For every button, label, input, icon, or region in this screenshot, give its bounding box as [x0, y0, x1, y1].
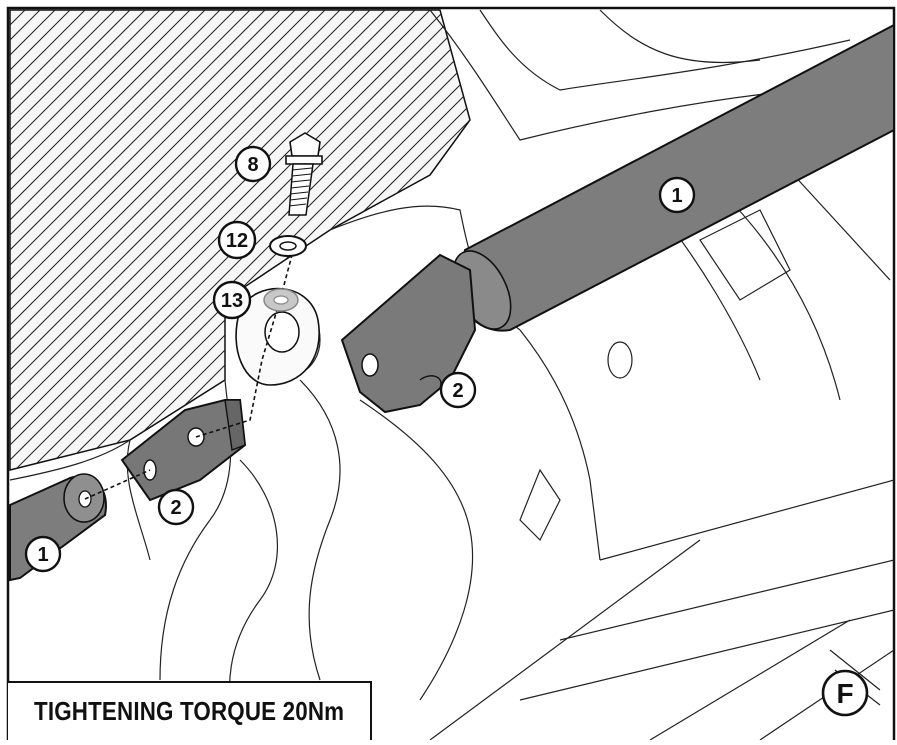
- callout-bracket-left: 2: [157, 488, 195, 526]
- callout-bar-left: 1: [24, 535, 62, 573]
- screw-part: [285, 132, 323, 216]
- callout-screw: 8: [234, 145, 272, 183]
- frame-mount-boss: [235, 287, 320, 386]
- callout-label: 2: [170, 497, 181, 519]
- callout-label: 12: [226, 230, 248, 252]
- step-label: F: [836, 678, 853, 709]
- callout-label: 1: [37, 544, 48, 566]
- assembly-guide-lines: [84, 254, 293, 500]
- spacer-part: [263, 288, 299, 312]
- callout-label: 8: [247, 154, 258, 176]
- callout-step: F: [821, 669, 869, 717]
- callout-bar-right: 1: [658, 176, 696, 214]
- callout-label: 13: [221, 290, 243, 312]
- torque-note: TIGHTENING TORQUE 20Nm: [34, 696, 345, 726]
- callout-washer: 12: [217, 220, 257, 260]
- bracket-left: [120, 399, 247, 502]
- callout-spacer: 13: [212, 280, 252, 320]
- callout-label: 1: [671, 185, 682, 207]
- callout-label: 2: [452, 380, 463, 402]
- torque-note-box: TIGHTENING TORQUE 20Nm: [8, 681, 372, 740]
- washer-part: [269, 235, 307, 257]
- callout-bracket-right: 2: [439, 371, 477, 409]
